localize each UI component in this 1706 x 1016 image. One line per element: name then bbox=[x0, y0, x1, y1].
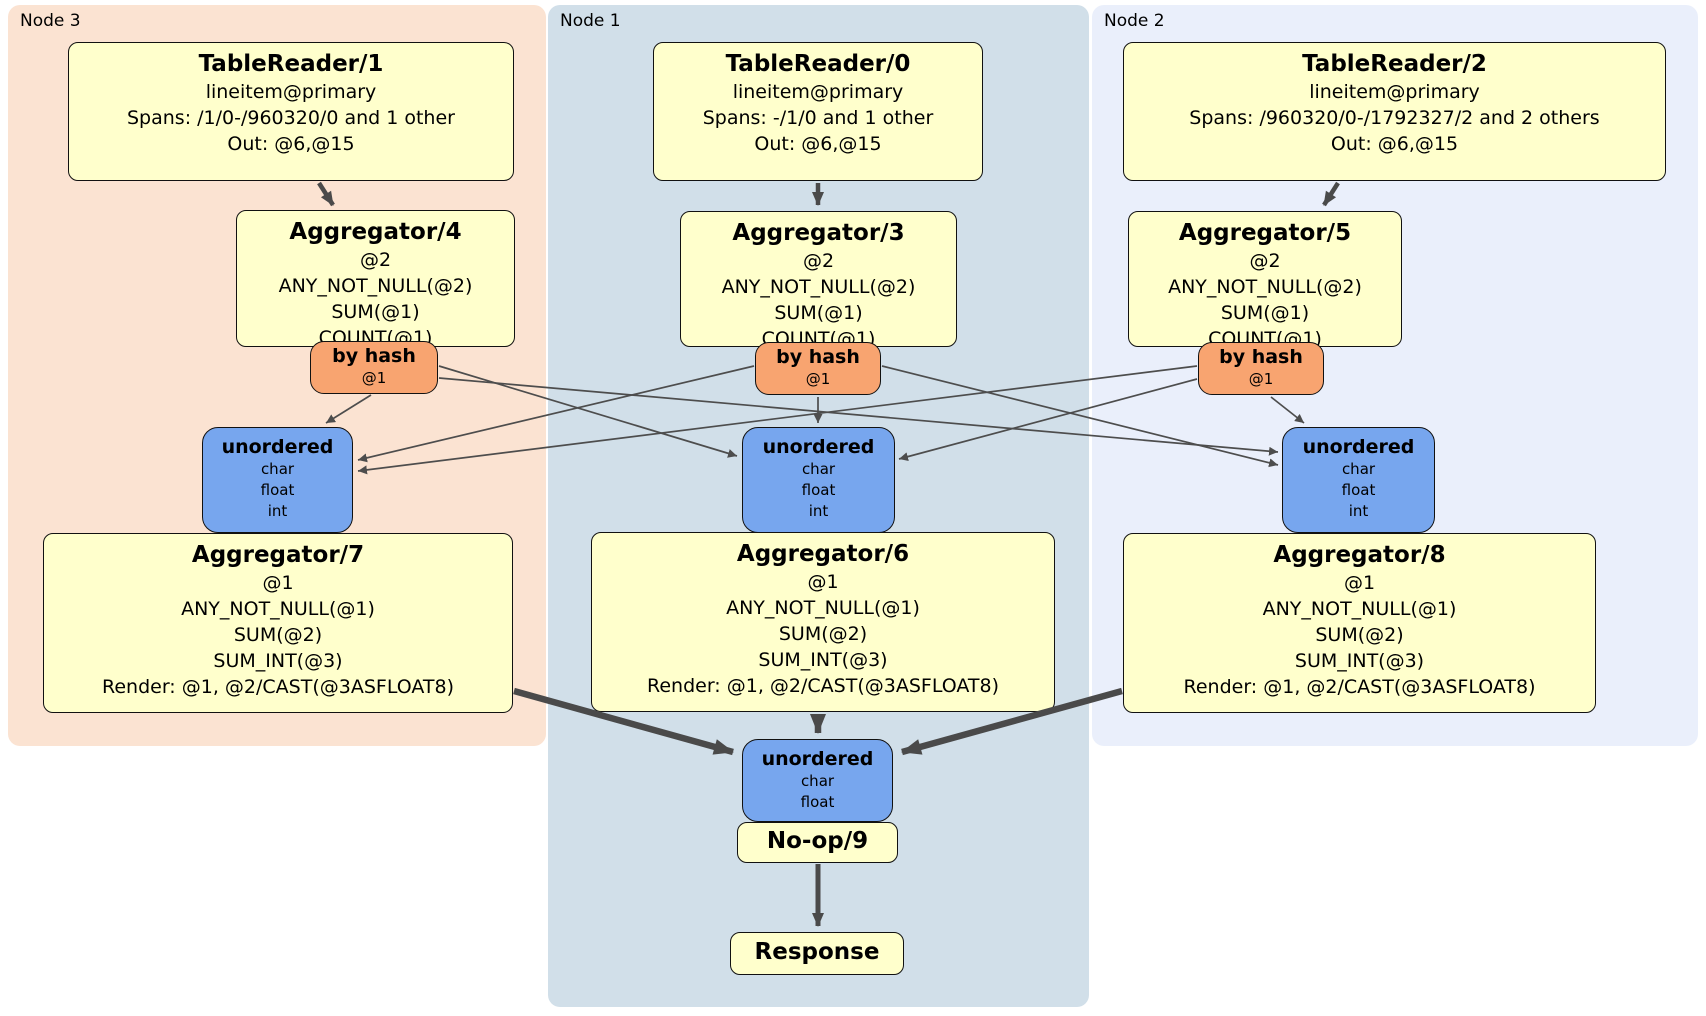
processor-line: ANY_NOT_NULL(@2) bbox=[1168, 276, 1362, 298]
router-key: @1 bbox=[805, 370, 831, 388]
processor-aggregator-5: Aggregator/5 @2 ANY_NOT_NULL(@2) SUM(@1)… bbox=[1128, 211, 1402, 350]
processor-line: SUM(@2) bbox=[1315, 624, 1404, 646]
processor-tablereader-1: TableReader/1 lineitem@primary Spans: /1… bbox=[68, 42, 514, 181]
processor-line: Spans: /1/0-/960320/0 and 1 other bbox=[127, 107, 455, 129]
sync-type: float bbox=[801, 481, 836, 499]
sync-type: char bbox=[801, 460, 836, 478]
processor-aggregator-4: Aggregator/4 @2 ANY_NOT_NULL(@2) SUM(@1)… bbox=[236, 210, 515, 349]
processor-line: SUM(@1) bbox=[1220, 302, 1310, 324]
processor-line: Out: @6,@15 bbox=[227, 133, 355, 155]
processor-line: SUM(@2) bbox=[233, 624, 323, 646]
processor-tablereader-0: TableReader/0 lineitem@primary Spans: -/… bbox=[653, 42, 983, 181]
processor-line: ANY_NOT_NULL(@1) bbox=[726, 597, 920, 619]
processor-line: @2 bbox=[802, 250, 835, 272]
sync-type: int bbox=[1348, 502, 1369, 520]
processor-line: Spans: /960320/0-/1792327/2 and 2 others bbox=[1189, 107, 1600, 129]
sync-type: int bbox=[808, 502, 829, 520]
processor-line: ANY_NOT_NULL(@1) bbox=[1262, 598, 1457, 620]
region-node-3-label: Node 3 bbox=[20, 11, 81, 31]
processor-line: @1 bbox=[1343, 572, 1376, 594]
router-label: by hash bbox=[776, 346, 860, 368]
sync-type: char bbox=[1341, 460, 1376, 478]
processor-line: Spans: -/1/0 and 1 other bbox=[702, 107, 934, 129]
processor-line: SUM_INT(@3) bbox=[1294, 650, 1425, 672]
processor-title: TableReader/0 bbox=[725, 51, 911, 77]
sync-type: char bbox=[260, 460, 295, 478]
processor-tablereader-2: TableReader/2 lineitem@primary Spans: /9… bbox=[1123, 42, 1666, 181]
response-box: Response bbox=[730, 932, 904, 975]
processor-aggregator-7: Aggregator/7 @1 ANY_NOT_NULL(@1) SUM(@2)… bbox=[43, 533, 513, 713]
processor-title: Aggregator/7 bbox=[191, 542, 365, 568]
processor-title: Aggregator/8 bbox=[1273, 542, 1446, 568]
sync-type: float bbox=[1341, 481, 1376, 499]
processor-line: SUM_INT(@3) bbox=[758, 649, 888, 671]
sync-label: unordered bbox=[1302, 436, 1415, 458]
region-node-2-label: Node 2 bbox=[1104, 11, 1165, 31]
processor-noop-9: No-op/9 bbox=[737, 822, 898, 863]
sync-type: float bbox=[800, 793, 835, 811]
processor-line: Out: @6,@15 bbox=[1330, 133, 1459, 155]
processor-line: lineitem@primary bbox=[1309, 81, 1480, 103]
processor-line: SUM(@2) bbox=[778, 623, 868, 645]
processor-line: Render: @1, @2/CAST(@3ASFLOAT8) bbox=[647, 675, 999, 697]
region-node-1-label: Node 1 bbox=[560, 11, 621, 31]
sync-unordered-final: unordered char float bbox=[742, 739, 893, 822]
processor-title: No-op/9 bbox=[766, 828, 869, 854]
processor-line: Out: @6,@15 bbox=[754, 133, 882, 155]
processor-line: ANY_NOT_NULL(@2) bbox=[721, 276, 916, 298]
router-by-hash-node1: by hash @1 bbox=[755, 342, 881, 395]
router-by-hash-node3: by hash @1 bbox=[310, 341, 438, 394]
processor-aggregator-6: Aggregator/6 @1 ANY_NOT_NULL(@1) SUM(@2)… bbox=[591, 532, 1055, 712]
processor-line: @2 bbox=[1249, 250, 1281, 272]
processor-line: ANY_NOT_NULL(@2) bbox=[278, 275, 473, 297]
processor-title: Aggregator/4 bbox=[289, 219, 462, 245]
processor-title: Aggregator/3 bbox=[732, 220, 905, 246]
processor-line: ANY_NOT_NULL(@1) bbox=[181, 598, 375, 620]
processor-aggregator-8: Aggregator/8 @1 ANY_NOT_NULL(@1) SUM(@2)… bbox=[1123, 533, 1596, 713]
router-key: @1 bbox=[1248, 370, 1274, 388]
processor-line: SUM(@1) bbox=[774, 302, 863, 324]
sync-unordered-node3: unordered char float int bbox=[202, 427, 353, 533]
processor-line: Render: @1, @2/CAST(@3ASFLOAT8) bbox=[102, 676, 454, 698]
processor-line: SUM(@1) bbox=[331, 301, 420, 323]
sync-label: unordered bbox=[221, 436, 334, 458]
sync-type: int bbox=[267, 502, 288, 520]
processor-line: @1 bbox=[262, 572, 294, 594]
processor-title: Aggregator/6 bbox=[736, 541, 910, 567]
processor-title: Aggregator/5 bbox=[1178, 220, 1352, 246]
sync-label: unordered bbox=[762, 436, 875, 458]
router-key: @1 bbox=[361, 369, 387, 387]
processor-line: lineitem@primary bbox=[732, 81, 904, 103]
processor-line: @1 bbox=[807, 571, 839, 593]
processor-title: Response bbox=[754, 939, 880, 965]
sync-unordered-node1: unordered char float int bbox=[742, 427, 895, 533]
router-by-hash-node2: by hash @1 bbox=[1198, 342, 1324, 395]
sync-label: unordered bbox=[761, 748, 874, 770]
processor-title: TableReader/2 bbox=[1302, 51, 1487, 77]
sync-type: char bbox=[800, 772, 835, 790]
processor-line: SUM_INT(@3) bbox=[213, 650, 343, 672]
sync-unordered-node2: unordered char float int bbox=[1282, 427, 1435, 533]
processor-line: @2 bbox=[359, 249, 392, 271]
router-label: by hash bbox=[332, 345, 416, 367]
processor-line: Render: @1, @2/CAST(@3ASFLOAT8) bbox=[1183, 676, 1536, 698]
router-label: by hash bbox=[1219, 346, 1303, 368]
processor-title: TableReader/1 bbox=[198, 51, 384, 77]
sync-type: float bbox=[260, 481, 295, 499]
processor-line: lineitem@primary bbox=[205, 81, 377, 103]
processor-aggregator-3: Aggregator/3 @2 ANY_NOT_NULL(@2) SUM(@1)… bbox=[680, 211, 957, 350]
